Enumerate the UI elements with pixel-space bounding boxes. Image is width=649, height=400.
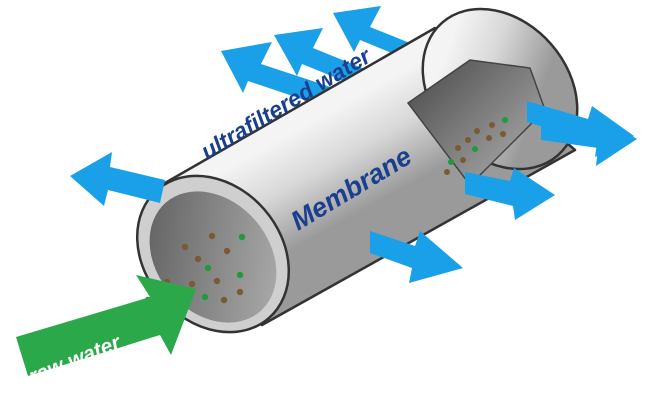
dot-icon bbox=[223, 247, 231, 255]
arrow-right-icon bbox=[465, 168, 555, 220]
dot-icon bbox=[502, 117, 508, 123]
dot-icon bbox=[474, 128, 480, 134]
raw-water-arrow bbox=[16, 275, 196, 376]
dot-icon bbox=[181, 243, 189, 251]
dot-icon bbox=[188, 280, 196, 288]
dot-icon bbox=[472, 146, 478, 152]
dot-icon bbox=[194, 255, 202, 263]
arrow-right-icon bbox=[370, 231, 463, 283]
cutaway-window bbox=[406, 59, 546, 187]
dot-icon bbox=[204, 264, 212, 272]
dot-icon bbox=[489, 122, 495, 128]
dot-icon bbox=[460, 157, 466, 163]
arrow-right-icon bbox=[70, 152, 165, 206]
dot-icon bbox=[500, 131, 506, 137]
dot-icon bbox=[238, 233, 246, 241]
dot-icon bbox=[236, 271, 244, 279]
dot-icon bbox=[208, 232, 216, 240]
particles-window bbox=[444, 117, 508, 175]
dot-icon bbox=[201, 293, 209, 301]
permeate-arrows-front bbox=[70, 101, 637, 283]
dot-icon bbox=[444, 169, 450, 175]
dot-icon bbox=[220, 296, 228, 304]
dot-icon bbox=[213, 277, 221, 285]
dot-icon bbox=[448, 159, 454, 165]
dot-icon bbox=[236, 288, 244, 296]
dot-icon bbox=[455, 145, 461, 151]
dot-icon bbox=[486, 135, 492, 141]
dot-icon bbox=[465, 137, 471, 143]
arrow-right-icon bbox=[541, 112, 637, 166]
